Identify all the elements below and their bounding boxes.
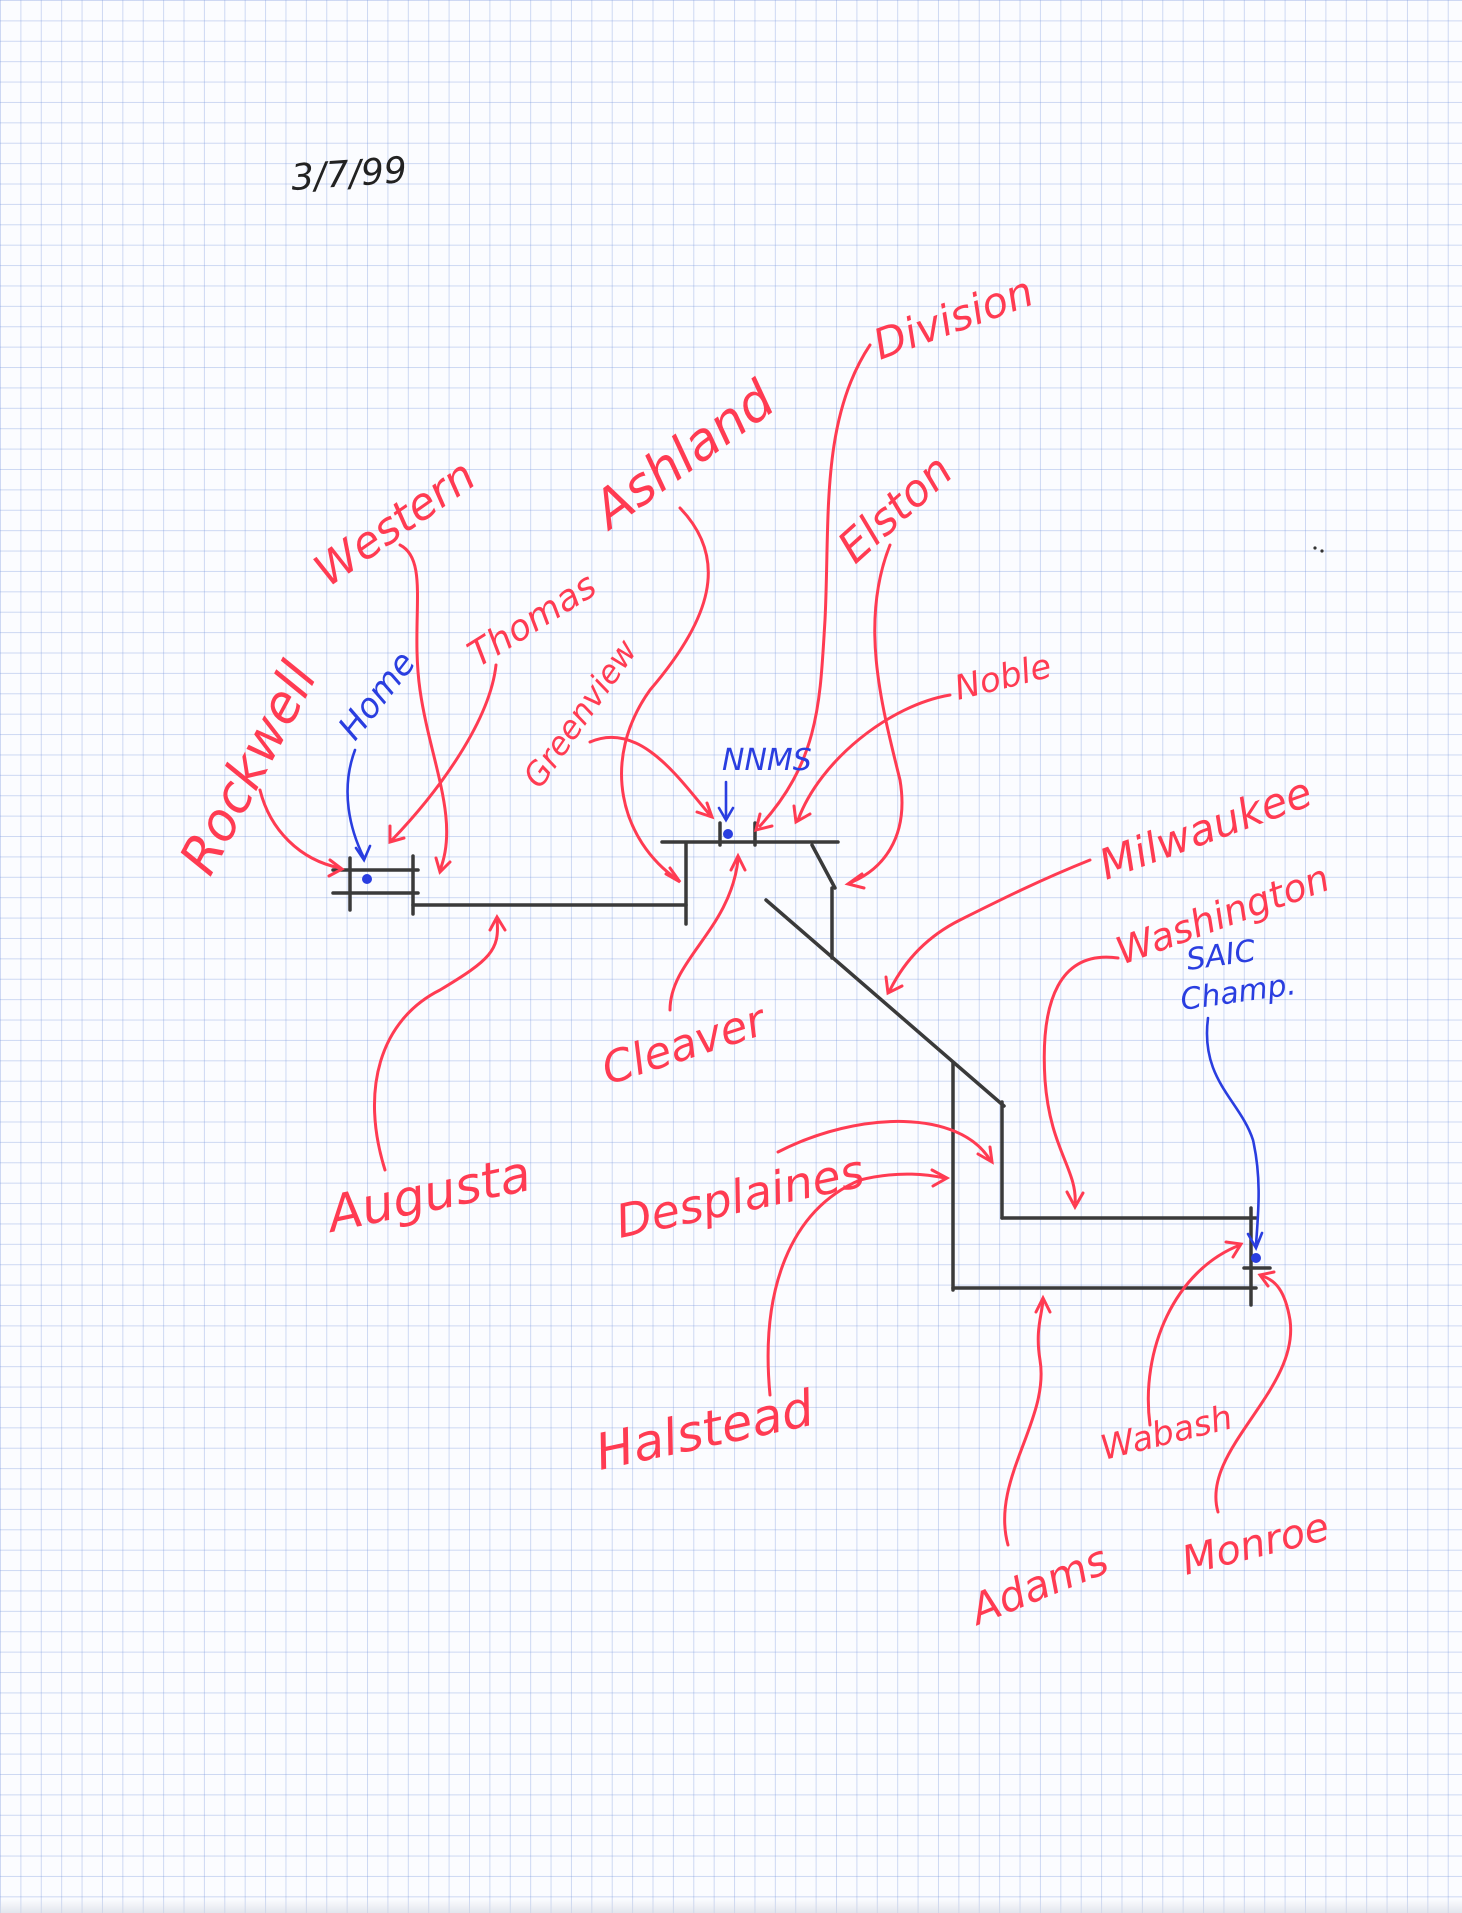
date-label: 3/7/99 bbox=[290, 150, 408, 199]
road-milwaukee bbox=[764, 898, 1006, 1108]
street-label-greenview: Greenview bbox=[515, 632, 645, 795]
western-arrow bbox=[398, 543, 449, 872]
desplaines-arrow bbox=[776, 1120, 992, 1162]
street-label-wabash: Wabash bbox=[1097, 1397, 1237, 1468]
street-labels: Rockwell Western Thomas Augusta Ashland … bbox=[169, 266, 1336, 1635]
road-elston bbox=[810, 843, 837, 890]
street-label-division: Division bbox=[867, 266, 1040, 369]
home-dot bbox=[362, 874, 372, 884]
washington-arrow bbox=[1042, 955, 1120, 1207]
washington-arrowhead-icon bbox=[1065, 1190, 1085, 1211]
home-label: Home bbox=[331, 644, 424, 748]
cleaver-arrow bbox=[668, 858, 740, 1012]
division-arrow bbox=[758, 343, 872, 828]
street-label-rockwell: Rockwell bbox=[169, 652, 330, 884]
street-label-thomas: Thomas bbox=[461, 565, 604, 675]
noble-arrowhead-icon bbox=[792, 804, 812, 825]
noble-arrow bbox=[796, 693, 952, 822]
street-arrows bbox=[258, 343, 1293, 1547]
street-label-adams: Adams bbox=[961, 1535, 1116, 1635]
street-label-monroe: Monroe bbox=[1177, 1504, 1334, 1585]
adams-arrowhead-icon bbox=[1034, 1294, 1052, 1314]
adams-arrow bbox=[1003, 1298, 1045, 1547]
halstead-arrow bbox=[766, 1172, 947, 1397]
wabash-arrow bbox=[1146, 1243, 1242, 1427]
street-label-western: Western bbox=[305, 450, 485, 597]
home-arrow bbox=[346, 748, 366, 860]
saic-arrow bbox=[1205, 1016, 1260, 1247]
cleaver-arrowhead-icon bbox=[729, 852, 747, 872]
street-label-ashland: Ashland bbox=[580, 369, 787, 542]
milwaukee-arrowhead-icon bbox=[884, 975, 904, 996]
rockwell-arrowhead-icon bbox=[327, 858, 345, 878]
greenview-arrowhead-icon bbox=[695, 801, 715, 820]
nnms-arrowhead-icon bbox=[717, 806, 735, 823]
milwaukee-arrow bbox=[888, 858, 1092, 992]
monroe-arrow bbox=[1214, 1274, 1293, 1514]
thomas-arrowhead-icon bbox=[388, 824, 406, 844]
desplaines-arrowhead-icon bbox=[976, 1145, 994, 1165]
wabash-arrowhead-icon bbox=[1224, 1240, 1244, 1259]
street-label-elston: Elston bbox=[828, 445, 962, 573]
street-label-augusta: Augusta bbox=[320, 1144, 536, 1244]
street-label-cleaver: Cleaver bbox=[596, 994, 774, 1095]
greenview-arrow bbox=[588, 735, 712, 817]
roads bbox=[331, 821, 1272, 1307]
ashland-arrowhead-icon bbox=[664, 866, 682, 884]
ashland-arrow bbox=[620, 506, 710, 882]
thomas-arrow bbox=[390, 663, 498, 842]
stray-mark bbox=[1320, 549, 1324, 553]
elston-arrowhead-icon bbox=[844, 872, 866, 890]
stray-mark bbox=[1313, 546, 1317, 550]
scan-edge bbox=[0, 1899, 1462, 1913]
division-arrowhead-icon bbox=[753, 812, 774, 833]
street-label-noble: Noble bbox=[951, 646, 1056, 709]
augusta-arrow bbox=[373, 918, 499, 1172]
street-label-halstead: Halstead bbox=[590, 1379, 818, 1482]
nnms-dot bbox=[723, 829, 733, 839]
rockwell-arrow bbox=[258, 788, 342, 870]
saic-arrowhead-icon bbox=[1246, 1231, 1264, 1251]
augusta-arrowhead-icon bbox=[488, 913, 507, 932]
nnms-label: NNMS bbox=[722, 743, 812, 778]
halstead-arrowhead-icon bbox=[930, 1168, 951, 1188]
monroe-arrowhead-icon bbox=[1257, 1270, 1276, 1288]
home-arrowhead-icon bbox=[354, 844, 372, 863]
saic-dot bbox=[1251, 1253, 1261, 1263]
street-label-desplaines: Desplaines bbox=[611, 1144, 869, 1249]
elston-arrow bbox=[850, 543, 904, 884]
western-arrowhead-icon bbox=[434, 856, 452, 875]
